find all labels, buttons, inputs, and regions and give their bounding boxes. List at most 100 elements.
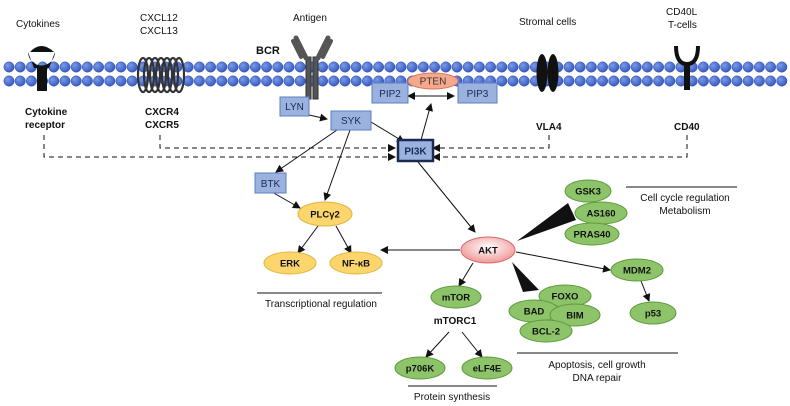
membrane-bead	[216, 61, 228, 73]
membrane-bead	[115, 75, 127, 87]
node-gsk3: GSK3	[564, 179, 612, 203]
membrane-bead	[641, 61, 653, 73]
membrane-bead	[339, 75, 351, 87]
membrane-bead	[518, 75, 530, 87]
membrane-bead	[93, 61, 105, 73]
membrane-bead	[216, 75, 228, 87]
membrane-bead	[272, 75, 284, 87]
node-lyn: LYN	[279, 96, 310, 117]
membrane-bead	[249, 75, 261, 87]
membrane-bead	[227, 75, 239, 87]
membrane-bead	[776, 61, 788, 73]
membrane-bead	[765, 75, 777, 87]
membrane-bead	[339, 61, 351, 73]
membrane-bead	[3, 61, 15, 73]
membrane-bead	[619, 75, 631, 87]
membrane-bead	[597, 75, 609, 87]
membrane-bead	[227, 61, 239, 73]
node-btk: BTK	[254, 172, 287, 194]
membrane-bead	[81, 75, 93, 87]
membrane-bead	[361, 75, 373, 87]
membrane-bead	[518, 61, 530, 73]
membrane-bead	[574, 61, 586, 73]
membrane-bead	[70, 61, 82, 73]
membrane-bead	[193, 75, 205, 87]
membrane-bead	[126, 75, 138, 87]
svg-text:eLF4E: eLF4E	[473, 364, 502, 375]
svg-text:NF-κB: NF-κB	[342, 259, 370, 270]
membrane-bead	[574, 75, 586, 87]
svg-text:BCL-2: BCL-2	[532, 327, 560, 338]
svg-text:PIP2: PIP2	[379, 89, 401, 100]
svg-text:BIM: BIM	[566, 311, 584, 322]
membrane-bead	[473, 61, 485, 73]
node-p706k: p706K	[394, 356, 446, 380]
label-antigen: Antigen	[293, 13, 327, 24]
membrane-bead	[115, 61, 127, 73]
membrane-bead	[697, 61, 709, 73]
node-elf4e: eLF4E	[461, 356, 513, 380]
label-cytokines: Cytokines	[16, 19, 60, 30]
membrane-bead	[3, 75, 15, 87]
membrane-bead	[238, 75, 250, 87]
cytokine-receptor-icon	[28, 46, 55, 91]
membrane-bead	[294, 61, 306, 73]
membrane-bead	[641, 75, 653, 87]
membrane-bead	[48, 75, 60, 87]
label-stromal-cells: Stromal cells	[519, 17, 576, 28]
membrane-bead	[81, 61, 93, 73]
akt-inhibition-wedge-lower	[512, 262, 539, 292]
membrane-bead	[283, 75, 295, 87]
membrane-bead	[765, 61, 777, 73]
svg-text:PRAS40: PRAS40	[574, 230, 611, 241]
label-cxcl13: CXCL13	[140, 26, 178, 37]
node-nfkb: NF-κB	[329, 251, 383, 275]
node-erk: ERK	[263, 251, 317, 275]
label-cytokine-receptor-2: receptor	[25, 120, 65, 131]
membrane-bead	[753, 75, 765, 87]
membrane-bead	[664, 75, 676, 87]
membrane-bead	[249, 61, 261, 73]
svg-text:mTOR: mTOR	[442, 293, 470, 304]
membrane-bead	[417, 61, 429, 73]
membrane-bead	[395, 61, 407, 73]
node-p53: p53	[629, 301, 677, 325]
membrane-bead	[205, 75, 217, 87]
label-cxcl12: CXCL12	[140, 13, 178, 24]
node-bim: BIM	[549, 303, 601, 327]
svg-text:p706K: p706K	[406, 364, 435, 375]
cxcr-receptor-icon	[136, 56, 186, 94]
node-akt: AKT	[460, 236, 516, 264]
membrane-bead	[328, 61, 340, 73]
membrane-bead	[776, 75, 788, 87]
svg-text:PTEN: PTEN	[420, 77, 447, 88]
bcr-receptor-icon	[291, 35, 333, 100]
membrane-bead	[753, 61, 765, 73]
label-cxcr5: CXCR5	[145, 120, 179, 131]
membrane-bead	[608, 75, 620, 87]
caption-apoptosis-2: DNA repair	[573, 373, 623, 384]
membrane-bead	[697, 75, 709, 87]
label-bcr: BCR	[256, 45, 280, 57]
svg-text:LYN: LYN	[285, 102, 304, 113]
node-as160: AS160	[574, 201, 628, 225]
svg-text:AS160: AS160	[586, 209, 615, 220]
membrane-bead	[350, 61, 362, 73]
membrane-bead	[731, 75, 743, 87]
membrane-bead	[630, 75, 642, 87]
membrane-bead	[261, 75, 273, 87]
membrane-bead	[496, 75, 508, 87]
membrane-bead	[261, 61, 273, 73]
pathway-arrows	[43, 92, 688, 358]
svg-text:ERK: ERK	[280, 259, 300, 270]
label-vla4: VLA4	[536, 122, 562, 133]
membrane-bead	[25, 75, 37, 87]
node-pi3k: PI3K	[396, 138, 435, 163]
caption-cell-cycle-2: Metabolism	[659, 206, 710, 217]
caption-cell-cycle-1: Cell cycle regulation	[640, 193, 730, 204]
membrane-bead	[70, 75, 82, 87]
membrane-bead	[14, 61, 26, 73]
label-cd40l: CD40L	[666, 7, 698, 18]
